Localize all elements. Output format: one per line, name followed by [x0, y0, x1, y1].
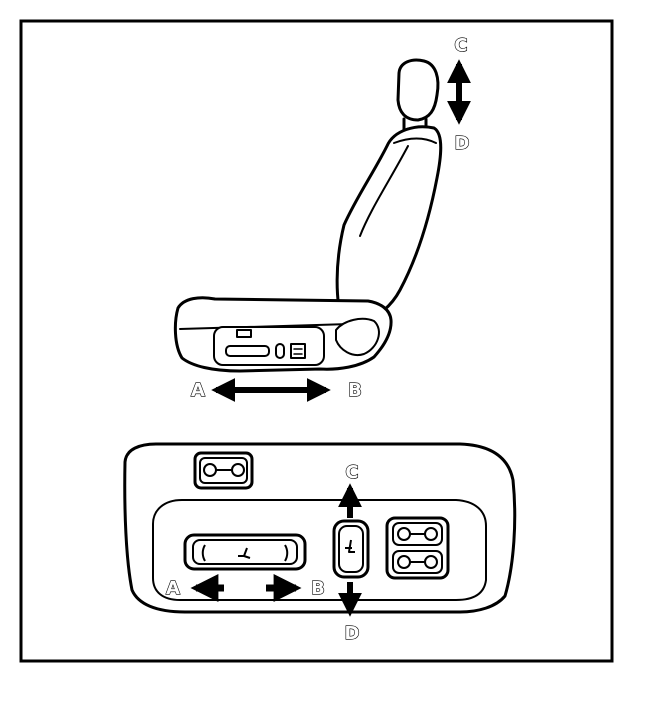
label-seat-forward: A	[191, 380, 205, 401]
label-panel-forward: A	[166, 578, 180, 599]
label-headrest-down: D	[455, 133, 470, 154]
seat-illustration	[173, 58, 443, 373]
seat-side-trim	[335, 317, 380, 356]
seat-side-slide-switch	[225, 345, 270, 357]
seat-side-memory-button	[236, 329, 252, 338]
seat-side-lumbar-switch	[290, 343, 306, 359]
recline-symbol-icon	[345, 539, 355, 553]
label-seat-rearward: B	[348, 380, 362, 401]
label-panel-down: D	[345, 623, 360, 644]
headrest	[396, 58, 440, 122]
seat-side-tilt-switch	[275, 343, 285, 359]
label-headrest-up: C	[454, 35, 467, 56]
seat-arrows	[211, 59, 471, 402]
label-panel-rearward: B	[311, 578, 325, 599]
seat-symbol-icon	[238, 547, 251, 559]
seat-back	[335, 125, 443, 328]
control-panel	[123, 442, 517, 614]
label-panel-up: C	[345, 462, 358, 483]
panel-arrows	[190, 483, 362, 617]
